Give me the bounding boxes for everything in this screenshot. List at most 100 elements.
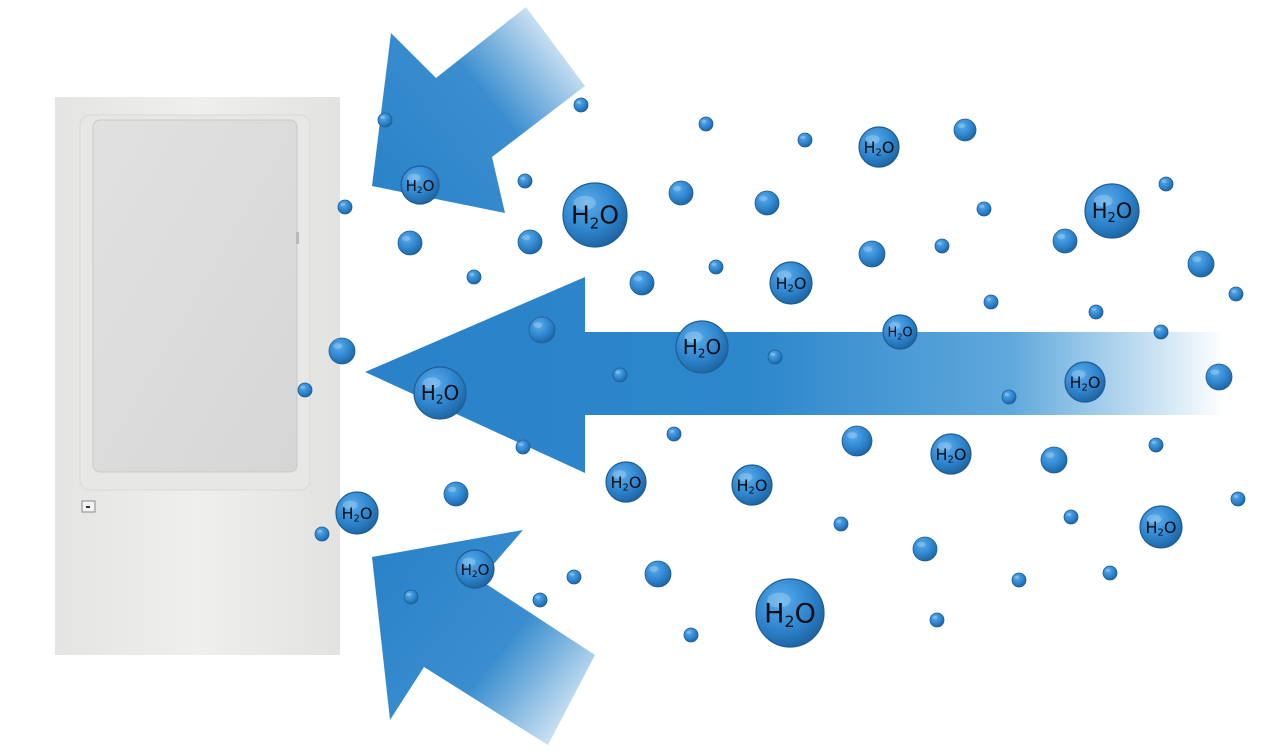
droplet-circle	[797, 132, 813, 148]
droplet-highlight	[758, 195, 768, 202]
h2o-label-subscript: 2	[897, 332, 902, 341]
h2o-label-suffix: O	[478, 560, 490, 578]
water-droplet	[612, 367, 628, 383]
water-droplet	[1228, 286, 1244, 302]
droplet-circle	[517, 173, 533, 189]
h2o-molecule: H2O	[605, 461, 647, 503]
droplet-highlight	[342, 500, 358, 510]
droplet-circle	[335, 491, 379, 535]
droplet-highlight	[518, 442, 524, 446]
droplet-highlight	[776, 270, 792, 280]
droplet-circle	[675, 320, 729, 374]
droplet-highlight	[340, 202, 346, 206]
h2o-label-base: H	[776, 273, 788, 292]
droplet-highlight	[846, 432, 858, 439]
water-droplet	[397, 230, 423, 256]
droplet-circle	[1088, 304, 1104, 320]
droplet-highlight	[1161, 179, 1167, 183]
droplet-circle	[668, 180, 694, 206]
h2o-molecule: H2O	[755, 578, 825, 648]
h2o-label-base: H	[406, 176, 417, 194]
h2o-label: H2O	[683, 335, 721, 361]
water-droplet	[1153, 324, 1169, 340]
water-droplet	[337, 199, 353, 215]
h2o-molecule: H2O	[731, 464, 773, 506]
h2o-label: H2O	[764, 598, 816, 631]
droplet-highlight	[1231, 289, 1237, 293]
droplet-highlight	[957, 123, 966, 129]
h2o-label-suffix: O	[705, 335, 721, 359]
water-droplet	[953, 118, 977, 142]
h2o-label-subscript: 2	[1158, 527, 1164, 538]
droplet-highlight	[533, 322, 543, 328]
droplet-circle	[930, 433, 972, 475]
water-droplet	[668, 180, 694, 206]
h2o-label-suffix: O	[443, 381, 459, 405]
water-droplet	[629, 270, 655, 296]
droplet-circle	[683, 627, 699, 643]
droplet-highlight	[863, 246, 873, 252]
droplet-circle	[644, 560, 672, 588]
h2o-label-subscript: 2	[1082, 382, 1088, 393]
water-droplet	[858, 240, 886, 268]
h2o-label: H2O	[421, 381, 459, 407]
water-droplet	[644, 560, 672, 588]
droplet-circle	[1063, 509, 1079, 525]
water-droplet	[443, 481, 469, 507]
h2o-molecule: H2O	[400, 165, 440, 205]
h2o-label-base: H	[1146, 517, 1158, 536]
droplet-circle	[629, 270, 655, 296]
droplet-circle	[666, 426, 682, 442]
h2o-molecule: H2O	[455, 549, 495, 589]
water-droplet	[377, 112, 393, 128]
dehumidifier-device	[55, 97, 340, 655]
droplet-highlight	[986, 297, 992, 301]
droplet-circle	[1148, 437, 1164, 453]
water-droplet	[934, 238, 950, 254]
water-droplet	[466, 269, 482, 285]
h2o-label: H2O	[342, 503, 373, 524]
water-droplet	[528, 316, 556, 344]
arrow-main	[365, 277, 1225, 473]
droplet-circle	[297, 382, 313, 398]
droplet-circle	[754, 190, 780, 216]
droplet-highlight	[1093, 194, 1113, 207]
h2o-label-subscript: 2	[1107, 210, 1115, 225]
droplet-circle	[605, 461, 647, 503]
droplet-circle	[755, 578, 825, 648]
water-droplet	[698, 116, 714, 132]
h2o-label: H2O	[737, 475, 768, 496]
droplet-highlight	[407, 173, 421, 182]
droplet-highlight	[573, 195, 596, 210]
h2o-label-suffix: O	[599, 200, 619, 229]
h2o-molecule: H2O	[1139, 505, 1183, 549]
droplet-highlight	[669, 429, 675, 433]
h2o-label: H2O	[864, 137, 895, 158]
droplet-circle	[403, 589, 419, 605]
droplet-highlight	[1105, 568, 1111, 572]
droplet-highlight	[937, 241, 943, 245]
droplet-highlight	[937, 442, 952, 451]
water-droplet	[708, 259, 724, 275]
droplet-highlight	[521, 234, 531, 241]
droplet-highlight	[711, 262, 717, 266]
droplet-highlight	[1045, 452, 1055, 458]
droplet-circle	[455, 549, 495, 589]
h2o-label-subscript: 2	[948, 454, 954, 465]
h2o-label-base: H	[936, 444, 948, 463]
droplet-circle	[528, 316, 556, 344]
water-droplet	[754, 190, 780, 216]
droplet-highlight	[576, 100, 582, 104]
droplet-circle	[517, 229, 543, 255]
water-droplet	[1088, 304, 1104, 320]
droplet-highlight	[569, 572, 575, 576]
h2o-label: H2O	[1092, 199, 1133, 225]
water-droplet	[666, 426, 682, 442]
droplet-circle	[573, 97, 589, 113]
droplet-circle	[983, 294, 999, 310]
water-droplet	[517, 229, 543, 255]
h2o-label: H2O	[1070, 372, 1101, 393]
droplet-circle	[328, 337, 356, 365]
droplet-circle	[1052, 228, 1078, 254]
droplet-circle	[698, 116, 714, 132]
